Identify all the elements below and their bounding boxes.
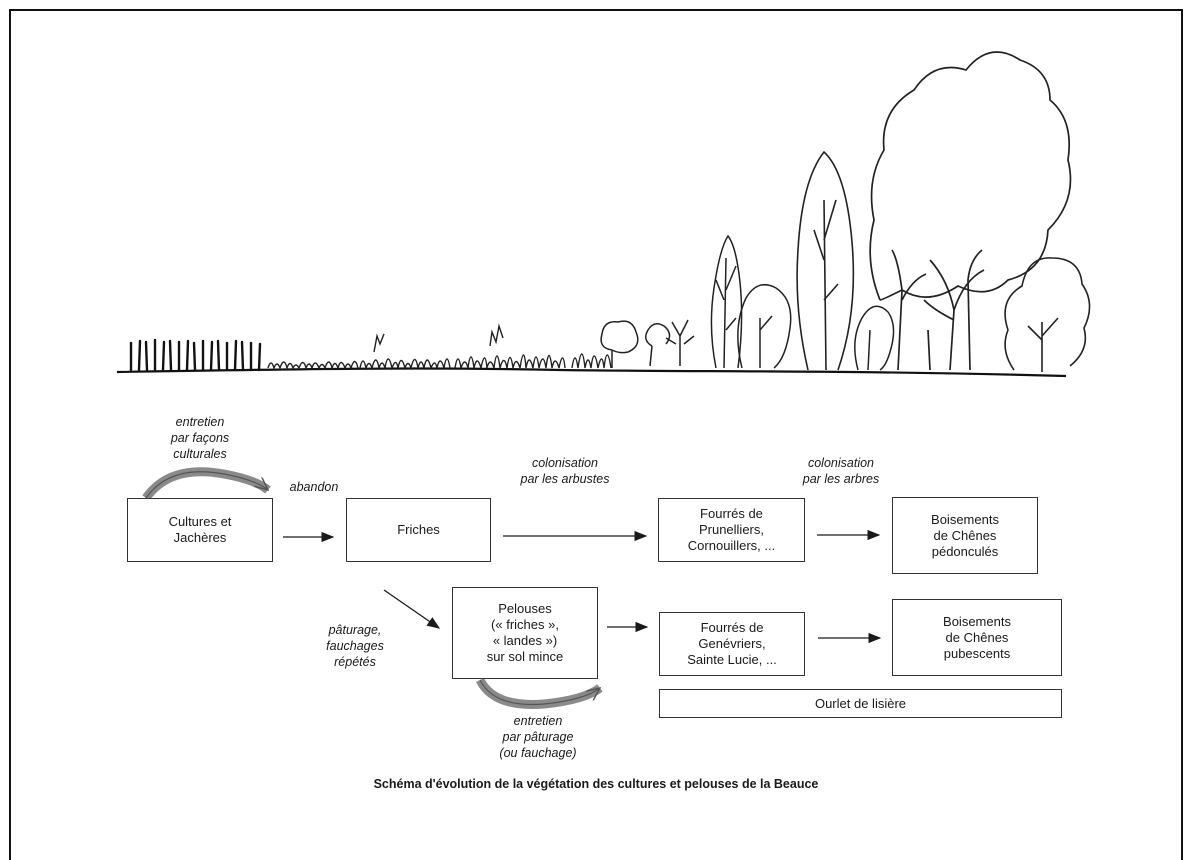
label-abandon: abandon [289, 480, 339, 494]
arrow-friches-pelouses [383, 589, 441, 629]
cycle-arrow-pelouses [475, 677, 603, 709]
figure-frame [9, 9, 1183, 860]
label-entretien-paturage: entretien par pâturage (ou fauchage) [499, 714, 577, 760]
label-colonisation-arbres: colonisation par les arbres [802, 456, 880, 486]
round-bush-icon [1004, 257, 1091, 372]
box-pelouses: Pelouses (« friches », « landes ») sur s… [452, 587, 598, 679]
box-fourres-prunelliers: Fourrés de Prunelliers, Cornouillers, ..… [658, 498, 805, 562]
figure-caption: Schéma d'évolution de la végétation des … [373, 777, 819, 791]
young-tree-icon [710, 234, 792, 369]
flow-arrows [283, 529, 882, 644]
grass-tufts-icon [267, 323, 612, 371]
cycle-arrow-cultures [142, 467, 271, 501]
label-paturage: pâturage, fauchages répétés [326, 623, 384, 669]
ground-line [116, 367, 1067, 378]
bush-icon [854, 305, 895, 371]
box-fourres-genevriers: Fourrés de Genévriers, Sainte Lucie, ... [659, 612, 805, 676]
box-cultures: Cultures et Jachères [127, 498, 273, 562]
shrubs-icon [600, 319, 695, 368]
oak-tree-icon [869, 51, 1072, 371]
box-boisements-pubescents: Boisements de Chênes pubescents [892, 599, 1062, 676]
poplar-tree-icon [796, 150, 855, 371]
box-boisements-pedoncules: Boisements de Chênes pédonculés [892, 497, 1038, 574]
box-friches: Friches [346, 498, 491, 562]
label-colonisation-arbustes: colonisation par les arbustes [520, 456, 610, 486]
box-ourlet: Ourlet de lisière [659, 689, 1062, 718]
label-entretien-culturales: entretien par façons culturales [170, 415, 230, 461]
crop-stubble-icon [129, 338, 262, 372]
